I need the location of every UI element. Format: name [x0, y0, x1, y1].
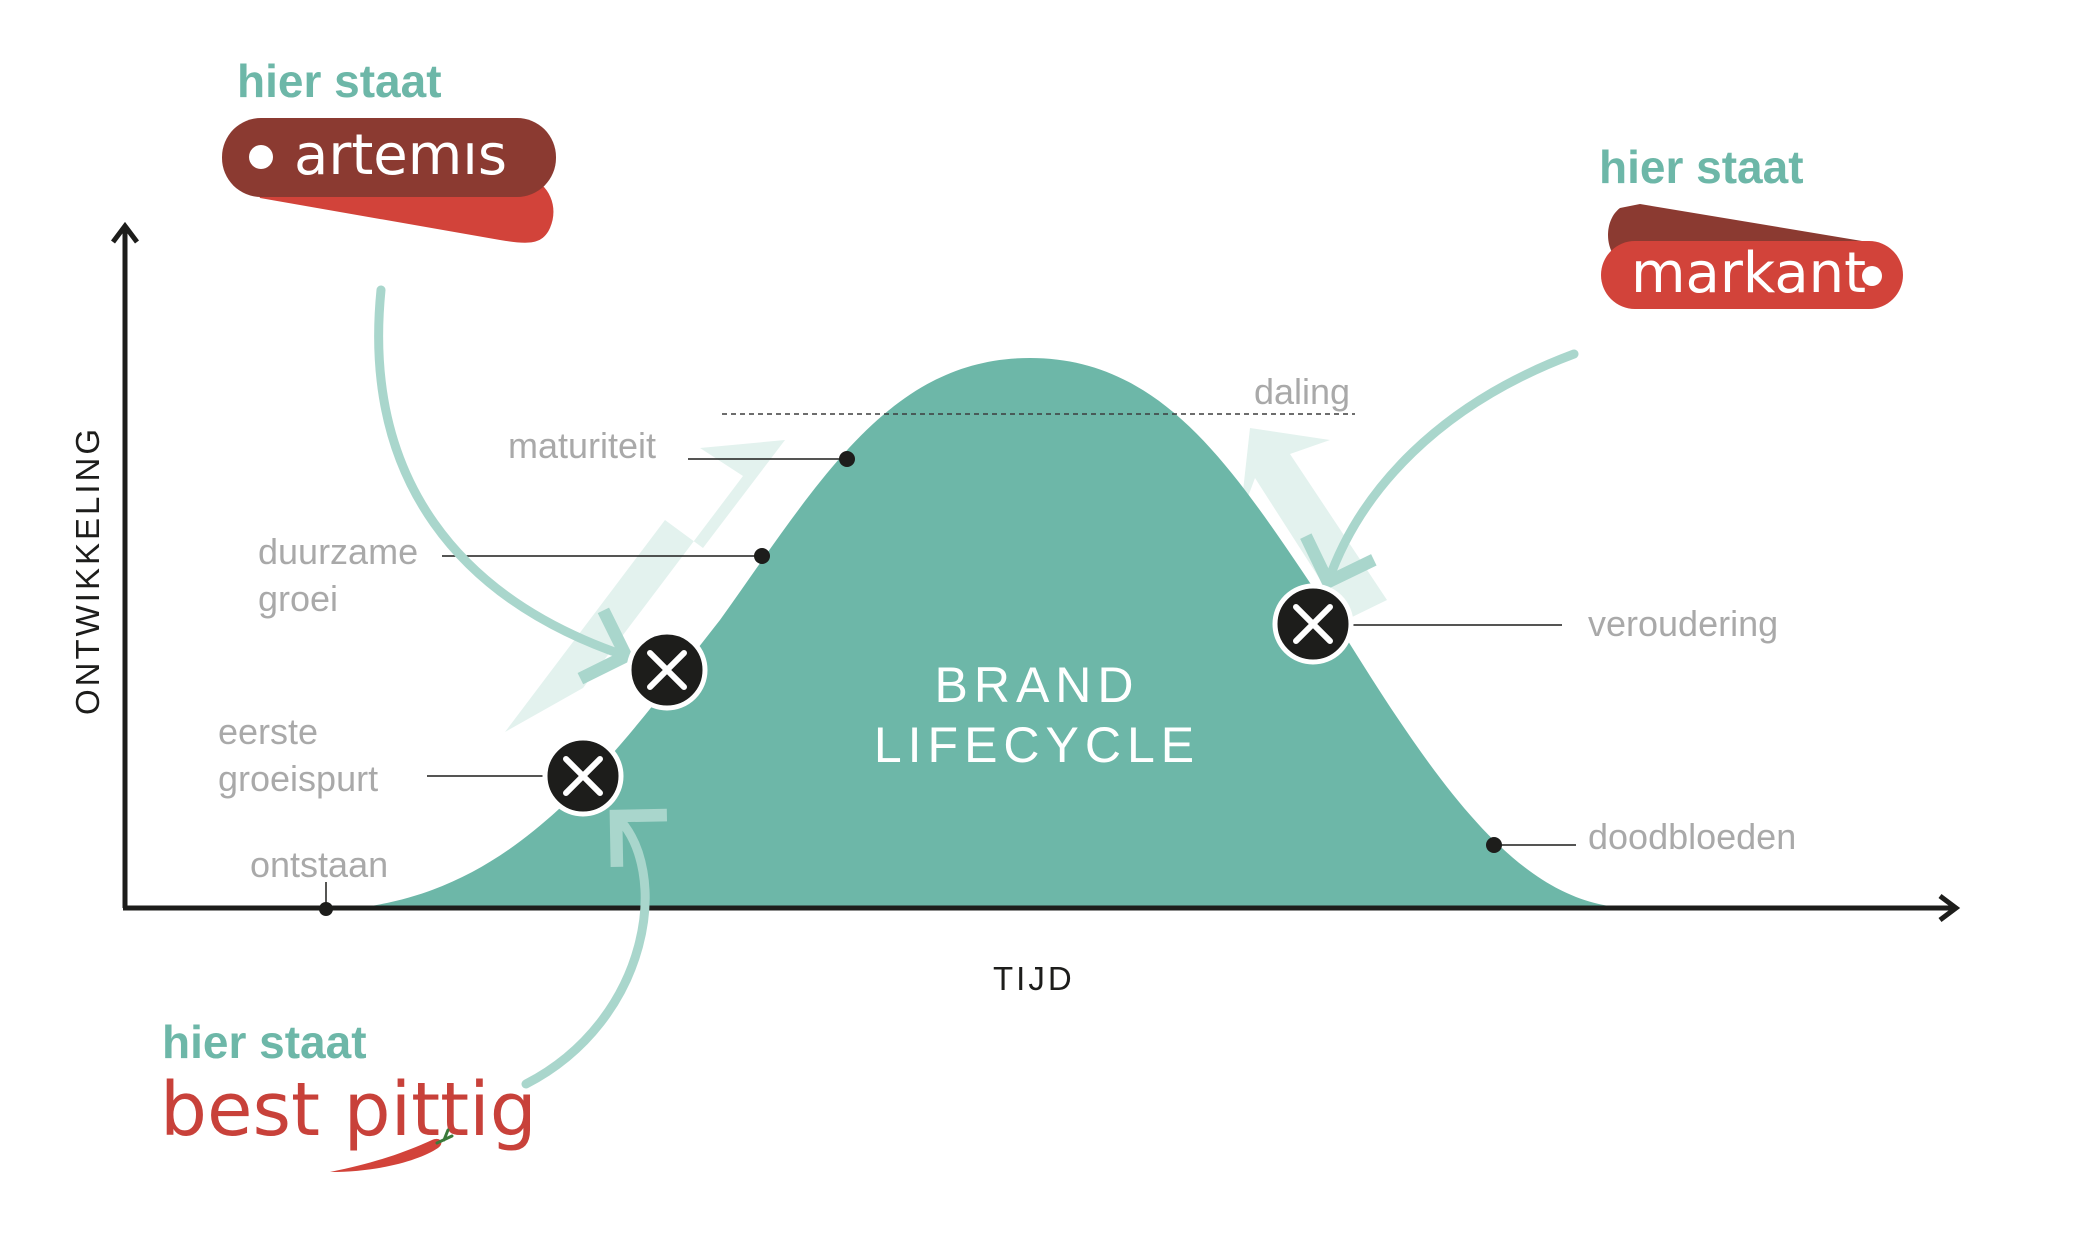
maturiteit-marker [839, 451, 855, 467]
x-axis-arrowhead [1938, 894, 1961, 922]
close-icon [1272, 583, 1354, 665]
label-groei: groei [258, 578, 338, 619]
label-ontstaan: ontstaan [250, 844, 388, 885]
center-title-line2: LIFECYCLE [874, 717, 1200, 773]
markant-logo-name: markant [1631, 241, 1866, 306]
label-veroudering: veroudering [1588, 603, 1778, 644]
y-axis-arrowhead [111, 221, 139, 244]
duurzame-groei-marker [754, 548, 770, 564]
x-axis-label: TIJD [993, 960, 1075, 997]
label-doodbloeden: doodbloeden [1588, 816, 1796, 857]
best-pittig-logo: best pittig [160, 1067, 537, 1172]
markant-pointer-arrow [1300, 349, 1579, 591]
artemis-logo-dot [249, 145, 273, 169]
label-groeispurt: groeispurt [218, 758, 378, 799]
markant-logo-dot [1862, 266, 1882, 286]
lifecycle-curve [355, 358, 1630, 908]
label-duurzame: duurzame [258, 531, 418, 572]
artemis-logo-name: artemıs [294, 123, 507, 188]
best-pittig-pointer-arrow [521, 808, 668, 1089]
markant-caption: hier staat [1599, 141, 1804, 193]
markant-logo-pill [1601, 241, 1903, 309]
best-pittig-caption: hier staat [162, 1016, 367, 1068]
growth-arrow-left [505, 440, 785, 732]
artemis-caption: hier staat [237, 55, 442, 107]
chili-pepper-icon [330, 1128, 454, 1172]
label-daling: daling [1254, 371, 1350, 412]
label-maturiteit: maturiteit [508, 425, 656, 466]
artemis-logo-pill [222, 118, 556, 197]
ontstaan-marker [319, 902, 333, 916]
axes [111, 221, 1961, 922]
y-axis-label: ONTWIKKELING [69, 426, 106, 715]
label-eerste: eerste [218, 711, 318, 752]
stage-markers [319, 451, 1576, 916]
best-pittig-logo-name: best pittig [160, 1067, 537, 1153]
close-icon [626, 629, 708, 711]
center-title-line1: BRAND [934, 657, 1139, 713]
close-icon [542, 735, 624, 817]
artemis-pointer-arrow [374, 285, 635, 685]
artemis-logo: artemıs [222, 118, 556, 243]
doodbloeden-marker [1486, 837, 1502, 853]
markant-logo: markant [1601, 204, 1903, 309]
